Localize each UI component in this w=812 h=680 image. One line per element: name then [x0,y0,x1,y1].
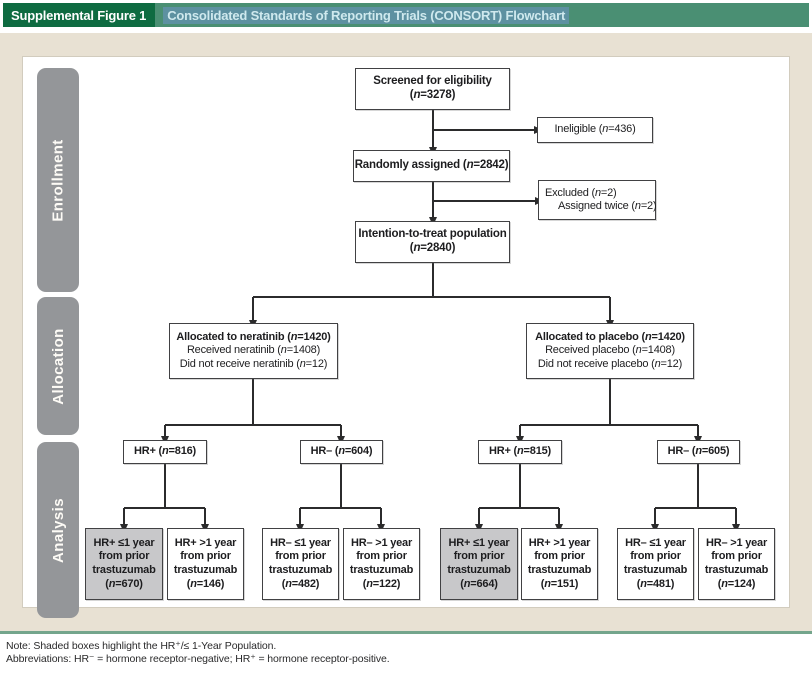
box-line: trastuzumab [92,564,156,576]
stage-allocation: Allocation [37,297,79,435]
box-line: from prior [453,550,505,563]
figure-title-bar: Consolidated Standards of Reporting Tria… [155,3,809,27]
box-line: HR+ >1 year [174,536,237,549]
box-line: HR– ≤1 year [270,536,331,549]
box-line: (n=670) [105,577,143,590]
box-line: (n=122) [362,577,401,590]
box-line: Randomly assigned (n=2842) [354,159,509,172]
box-line: trastuzumab [527,564,592,576]
footnotes: Note: Shaded boxes highlight the HR⁺/≤ 1… [6,640,390,666]
box-line: from prior [98,550,150,563]
box-hr-neg-neratinib: HR– (n=604) [300,440,383,464]
box-line: Assigned twice (n=2) [558,200,657,212]
box-line: Allocated to placebo (n=1420) [535,331,685,344]
stage-allocation-label: Allocation [49,327,67,405]
box-line: HR– (n=605) [667,445,730,458]
bottom-divider [0,631,812,634]
box-line: HR– (n=604) [310,445,373,458]
box-line: Received neratinib (n=1408) [186,344,321,357]
box-line: HR+ ≤1 year [448,536,510,549]
box-line: trastuzumab [704,564,769,576]
box-line: (n=146) [186,577,225,590]
box-line: trastuzumab [623,564,688,576]
box-line: Intention-to-treat population [358,228,507,241]
box-randomly-assigned: Randomly assigned (n=2842) [353,150,510,182]
box-line: (n=151) [540,577,579,590]
box-line: Did not receive neratinib (n=12) [179,357,328,370]
figure-header: Supplemental Figure 1 Consolidated Stand… [3,3,809,27]
box-excluded: Excluded (n=2)Assigned twice (n=2) [538,180,657,220]
box-line: HR– >1 year [350,536,413,549]
box-line: from prior [275,550,326,563]
figure-title: Consolidated Standards of Reporting Tria… [163,6,570,24]
box-line: from prior [356,550,407,563]
box-line: (n=2840) [409,242,456,254]
box-line: Screened for eligibility [373,75,492,88]
box-line: Did not receive placebo (n=12) [537,357,683,370]
footnote-abbreviations: Abbreviations: HR⁻ = hormone receptor-ne… [6,653,390,665]
box-hr-neg-placebo: HR– (n=605) [657,440,740,464]
footnote-note: Note: Shaded boxes highlight the HR⁺/≤ 1… [6,640,277,652]
box-line: from prior [711,550,762,563]
box-ineligible: Ineligible (n=436) [537,117,653,143]
box-allocated-placebo: Allocated to placebo (n=1420)Received pl… [526,323,694,379]
box-line: (n=481) [636,577,675,590]
box-hr-pos-neratinib: HR+ (n=816) [123,440,207,464]
box-line: Received placebo (n=1408) [545,344,675,357]
box-line: HR– ≤1 year [625,536,686,549]
box-line: Allocated to neratinib (n=1420) [176,331,331,344]
box-line: Ineligible (n=436) [554,123,636,136]
box-line: (n=482) [281,577,320,590]
box-hr-pos-placebo: HR+ (n=815) [478,440,562,464]
box-intention-to-treat: Intention-to-treat population(n=2840) [355,221,510,263]
stage-enrollment: Enrollment [37,68,79,292]
box-line: HR+ (n=815) [488,445,551,458]
box-line: HR+ (n=816) [133,445,196,458]
box-line: trastuzumab [173,564,238,576]
box-line: from prior [534,550,585,563]
stage-analysis: Analysis [37,442,79,618]
box-line: HR+ >1 year [528,536,591,549]
box-line: from prior [180,550,231,563]
stage-analysis-label: Analysis [49,497,67,563]
box-line: trastuzumab [447,564,511,576]
box-line: trastuzumab [268,564,333,576]
box-line: from prior [630,550,681,563]
box-line: trastuzumab [349,564,414,576]
box-line: HR– >1 year [705,536,768,549]
box-line: (n=124) [717,577,756,590]
box-line: (n=664) [460,577,498,590]
figure-label: Supplemental Figure 1 [3,3,156,27]
stage-enrollment-label: Enrollment [49,138,67,222]
box-allocated-neratinib: Allocated to neratinib (n=1420)Received … [169,323,338,379]
box-line: (n=3278) [409,89,456,101]
box-line: Excluded (n=2) [545,186,617,199]
box-line: HR+ ≤1 year [93,536,155,549]
box-screened: Screened for eligibility(n=3278) [355,68,510,110]
